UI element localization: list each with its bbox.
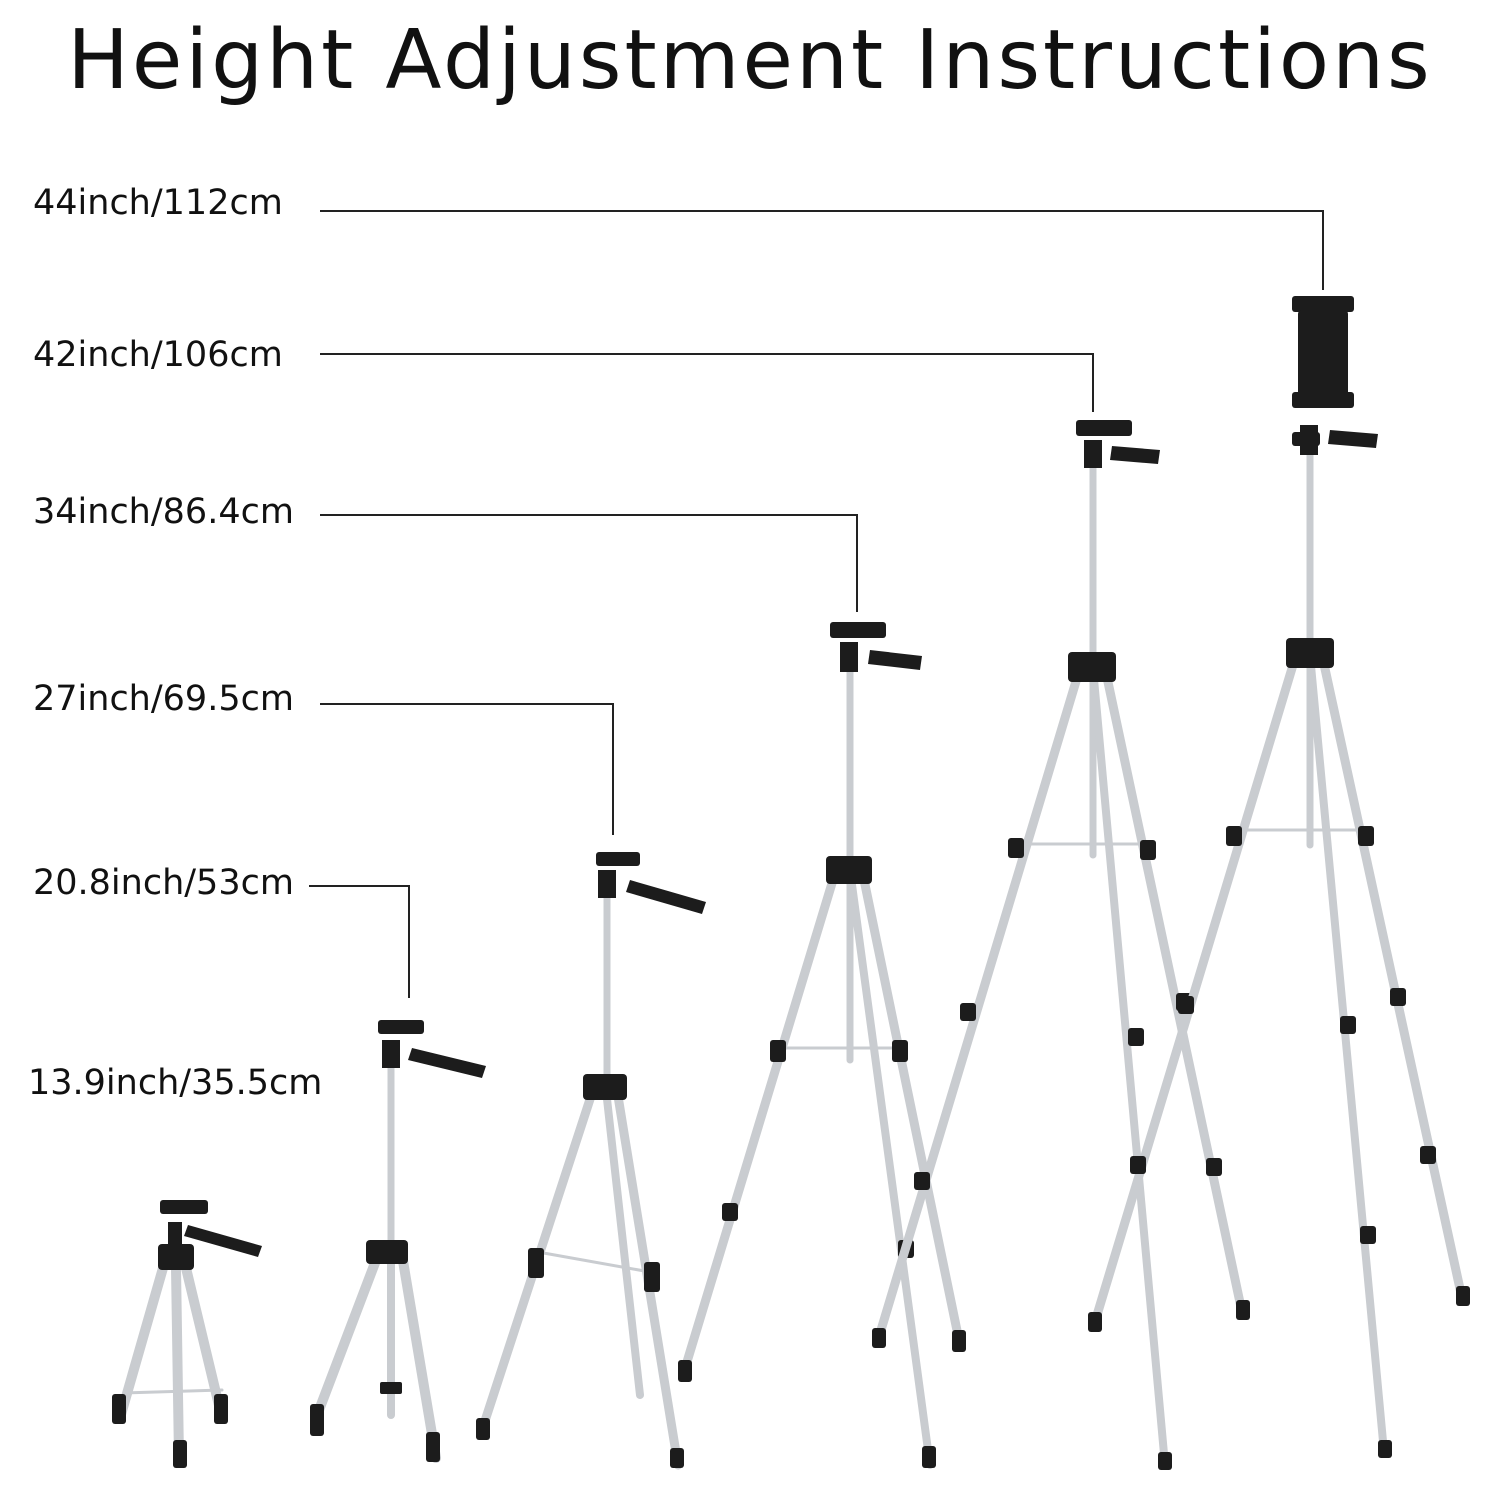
tripod-34in [678,622,966,1469]
height-label-13-9in: 13.9inch/35.5cm [28,1063,323,1103]
tripod-20-8in [310,1020,486,1463]
tripod-folded [112,1200,262,1468]
leader-line-34in [320,514,858,612]
page-title: Height Adjustment Instructions [67,13,1433,108]
tripod-44in-phone-holder [1088,296,1470,1458]
tripod-27in [476,852,706,1470]
height-label-27in: 27inch/69.5cm [33,679,294,719]
leader-line-44in [320,210,1324,290]
height-label-44in: 44inch/112cm [33,183,283,223]
leader-line-42in [320,353,1094,412]
height-label-34in: 34inch/86.4cm [33,492,294,532]
leader-line-27in [320,703,614,835]
height-label-20-8in: 20.8inch/53cm [33,863,294,903]
tripod-42in [872,420,1250,1470]
height-label-42in: 42inch/106cm [33,335,283,375]
leader-lines [309,210,1324,998]
leader-line-20-8in [309,885,410,998]
